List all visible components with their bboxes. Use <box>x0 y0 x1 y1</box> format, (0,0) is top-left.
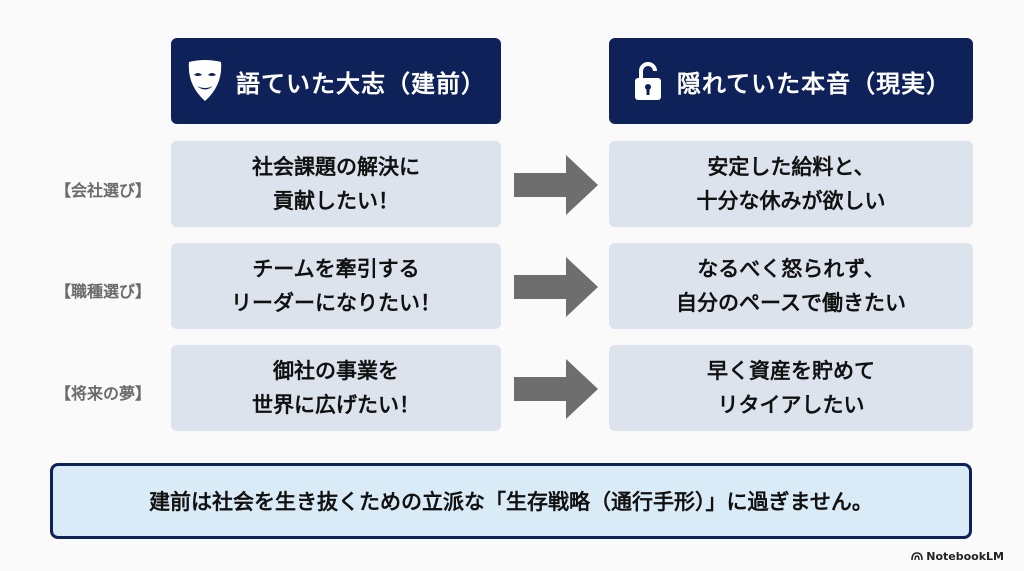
tatemae-box-company: 社会課題の解決に 貢献したい！ <box>171 141 501 227</box>
honne-box-company: 安定した給料と、 十分な休みが欲しい <box>609 141 973 227</box>
header-tatemae-label: 語ていた大志（建前） <box>236 69 486 98</box>
tatemae-box-job: チームを牽引する リーダーになりたい！ <box>171 243 501 329</box>
conclusion-text: 建前は社会を生き抜くための立派な「生存戦略（通行手形）」に過ぎません。 <box>149 490 873 514</box>
arrow-right-icon <box>514 257 598 317</box>
mask-icon <box>186 59 224 103</box>
row-label-job: 【職種選び】 <box>54 282 151 301</box>
honne-box-future: 早く資産を貯めて リタイアしたい <box>609 345 973 431</box>
header-tatemae: 語ていた大志（建前） <box>171 38 501 124</box>
unlock-icon <box>631 60 665 102</box>
header-honne-label: 隠れていた本音（現実） <box>676 69 952 98</box>
honne-box-job: なるべく怒られず、 自分のペースで働きたい <box>609 243 973 329</box>
arrow-right-icon <box>514 359 598 419</box>
brand-label: NotebookLM <box>926 550 1004 563</box>
row-label-company: 【会社選び】 <box>54 181 151 200</box>
arrow-right-icon <box>514 155 598 215</box>
row-label-future: 【将来の夢】 <box>54 384 151 403</box>
tatemae-box-future: 御社の事業を 世界に広げたい！ <box>171 345 501 431</box>
notebooklm-logo-icon <box>911 552 924 561</box>
notebooklm-brand: NotebookLM <box>911 550 1004 563</box>
header-honne: 隠れていた本音（現実） <box>609 38 973 124</box>
conclusion-box: 建前は社会を生き抜くための立派な「生存戦略（通行手形）」に過ぎません。 <box>50 463 972 539</box>
